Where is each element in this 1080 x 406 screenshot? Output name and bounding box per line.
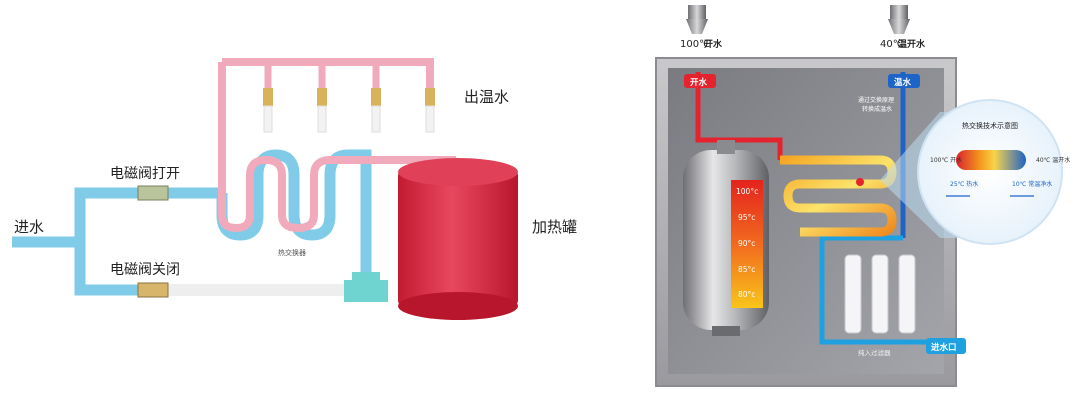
left-schematic: 进水 电磁阀打开 电磁阀关闭 出温水 加热罐 热交换器 xyxy=(12,58,577,320)
callout-left-top: 100℃ 开水 xyxy=(930,156,962,164)
tank-label: 加热罐 xyxy=(532,218,577,236)
heating-tank xyxy=(398,158,518,320)
outlet-taps xyxy=(263,62,435,133)
callout-title: 热交换技术示意图 xyxy=(962,121,1018,130)
callout-right-top: 40℃ 温开水 xyxy=(1036,156,1070,164)
boiling-pipe xyxy=(695,72,783,160)
svg-text:温水: 温水 xyxy=(894,77,912,88)
filter-cartridges xyxy=(844,254,916,334)
warm-temp: 40℃ xyxy=(880,39,904,50)
temp-label-90: 90°c xyxy=(738,239,755,248)
temp-label-85: 85°c xyxy=(738,265,755,274)
temperature-scale xyxy=(731,180,763,308)
exchanger-cold-coil xyxy=(216,149,372,290)
outlet-manifold xyxy=(222,58,434,90)
temp-label-80: 80°c xyxy=(738,290,755,299)
warm-top-label: 温开水 xyxy=(898,38,926,50)
exchanger-hot-coil xyxy=(218,62,456,233)
callout-gradient-bar xyxy=(956,150,1026,170)
tank-temperature-labels: 100°c 95°c 90°c 85°c 80°c xyxy=(736,187,758,299)
exchange-note-line1: 通过交换原理 xyxy=(858,96,894,104)
tank-connector xyxy=(344,280,388,302)
solenoid-valve-open xyxy=(137,185,169,201)
exchanger-core-dot xyxy=(856,178,864,186)
outlet-label: 出温水 xyxy=(464,88,509,106)
svg-text:开水: 开水 xyxy=(690,77,708,88)
warm-tag: 温水 xyxy=(888,74,920,88)
closed-pipe-section xyxy=(150,284,350,296)
temp-label-100: 100°c xyxy=(736,187,758,196)
boiling-nozzle xyxy=(686,5,708,34)
inlet-tag: 进水口 xyxy=(926,338,966,354)
valve-open-label: 电磁阀打开 xyxy=(110,165,180,182)
cold-return-pipe xyxy=(819,235,930,345)
right-schematic: 100℃ 开水 40℃ 温开水 100°c 95°c 90°c 85°c 80°… xyxy=(655,5,1070,387)
callout-left-bottom: 25℃ 热水 xyxy=(950,180,978,188)
boiling-temp: 100℃ xyxy=(680,39,710,50)
svg-text:进水口: 进水口 xyxy=(931,342,957,353)
exchange-note-line2: 转换成温水 xyxy=(862,105,892,113)
callout-right-bottom: 10℃ 常温净水 xyxy=(1012,180,1052,188)
temp-label-95: 95°c xyxy=(738,213,755,222)
solenoid-valve-closed xyxy=(137,282,169,298)
valve-closed-label: 电磁阀关闭 xyxy=(110,262,180,278)
warm-nozzle xyxy=(888,5,910,34)
boiling-top-label: 开水 xyxy=(704,38,723,50)
callout-heat-exchange: 热交换技术示意图 100℃ 开水 40℃ 温开水 25℃ 热水 10℃ 常温净水 xyxy=(917,99,1070,245)
boiling-tag: 开水 xyxy=(684,74,716,88)
exchanger-label: 热交换器 xyxy=(278,248,306,257)
filter-label: 纯入过滤器 xyxy=(858,348,891,357)
inlet-label: 进水 xyxy=(14,218,44,236)
